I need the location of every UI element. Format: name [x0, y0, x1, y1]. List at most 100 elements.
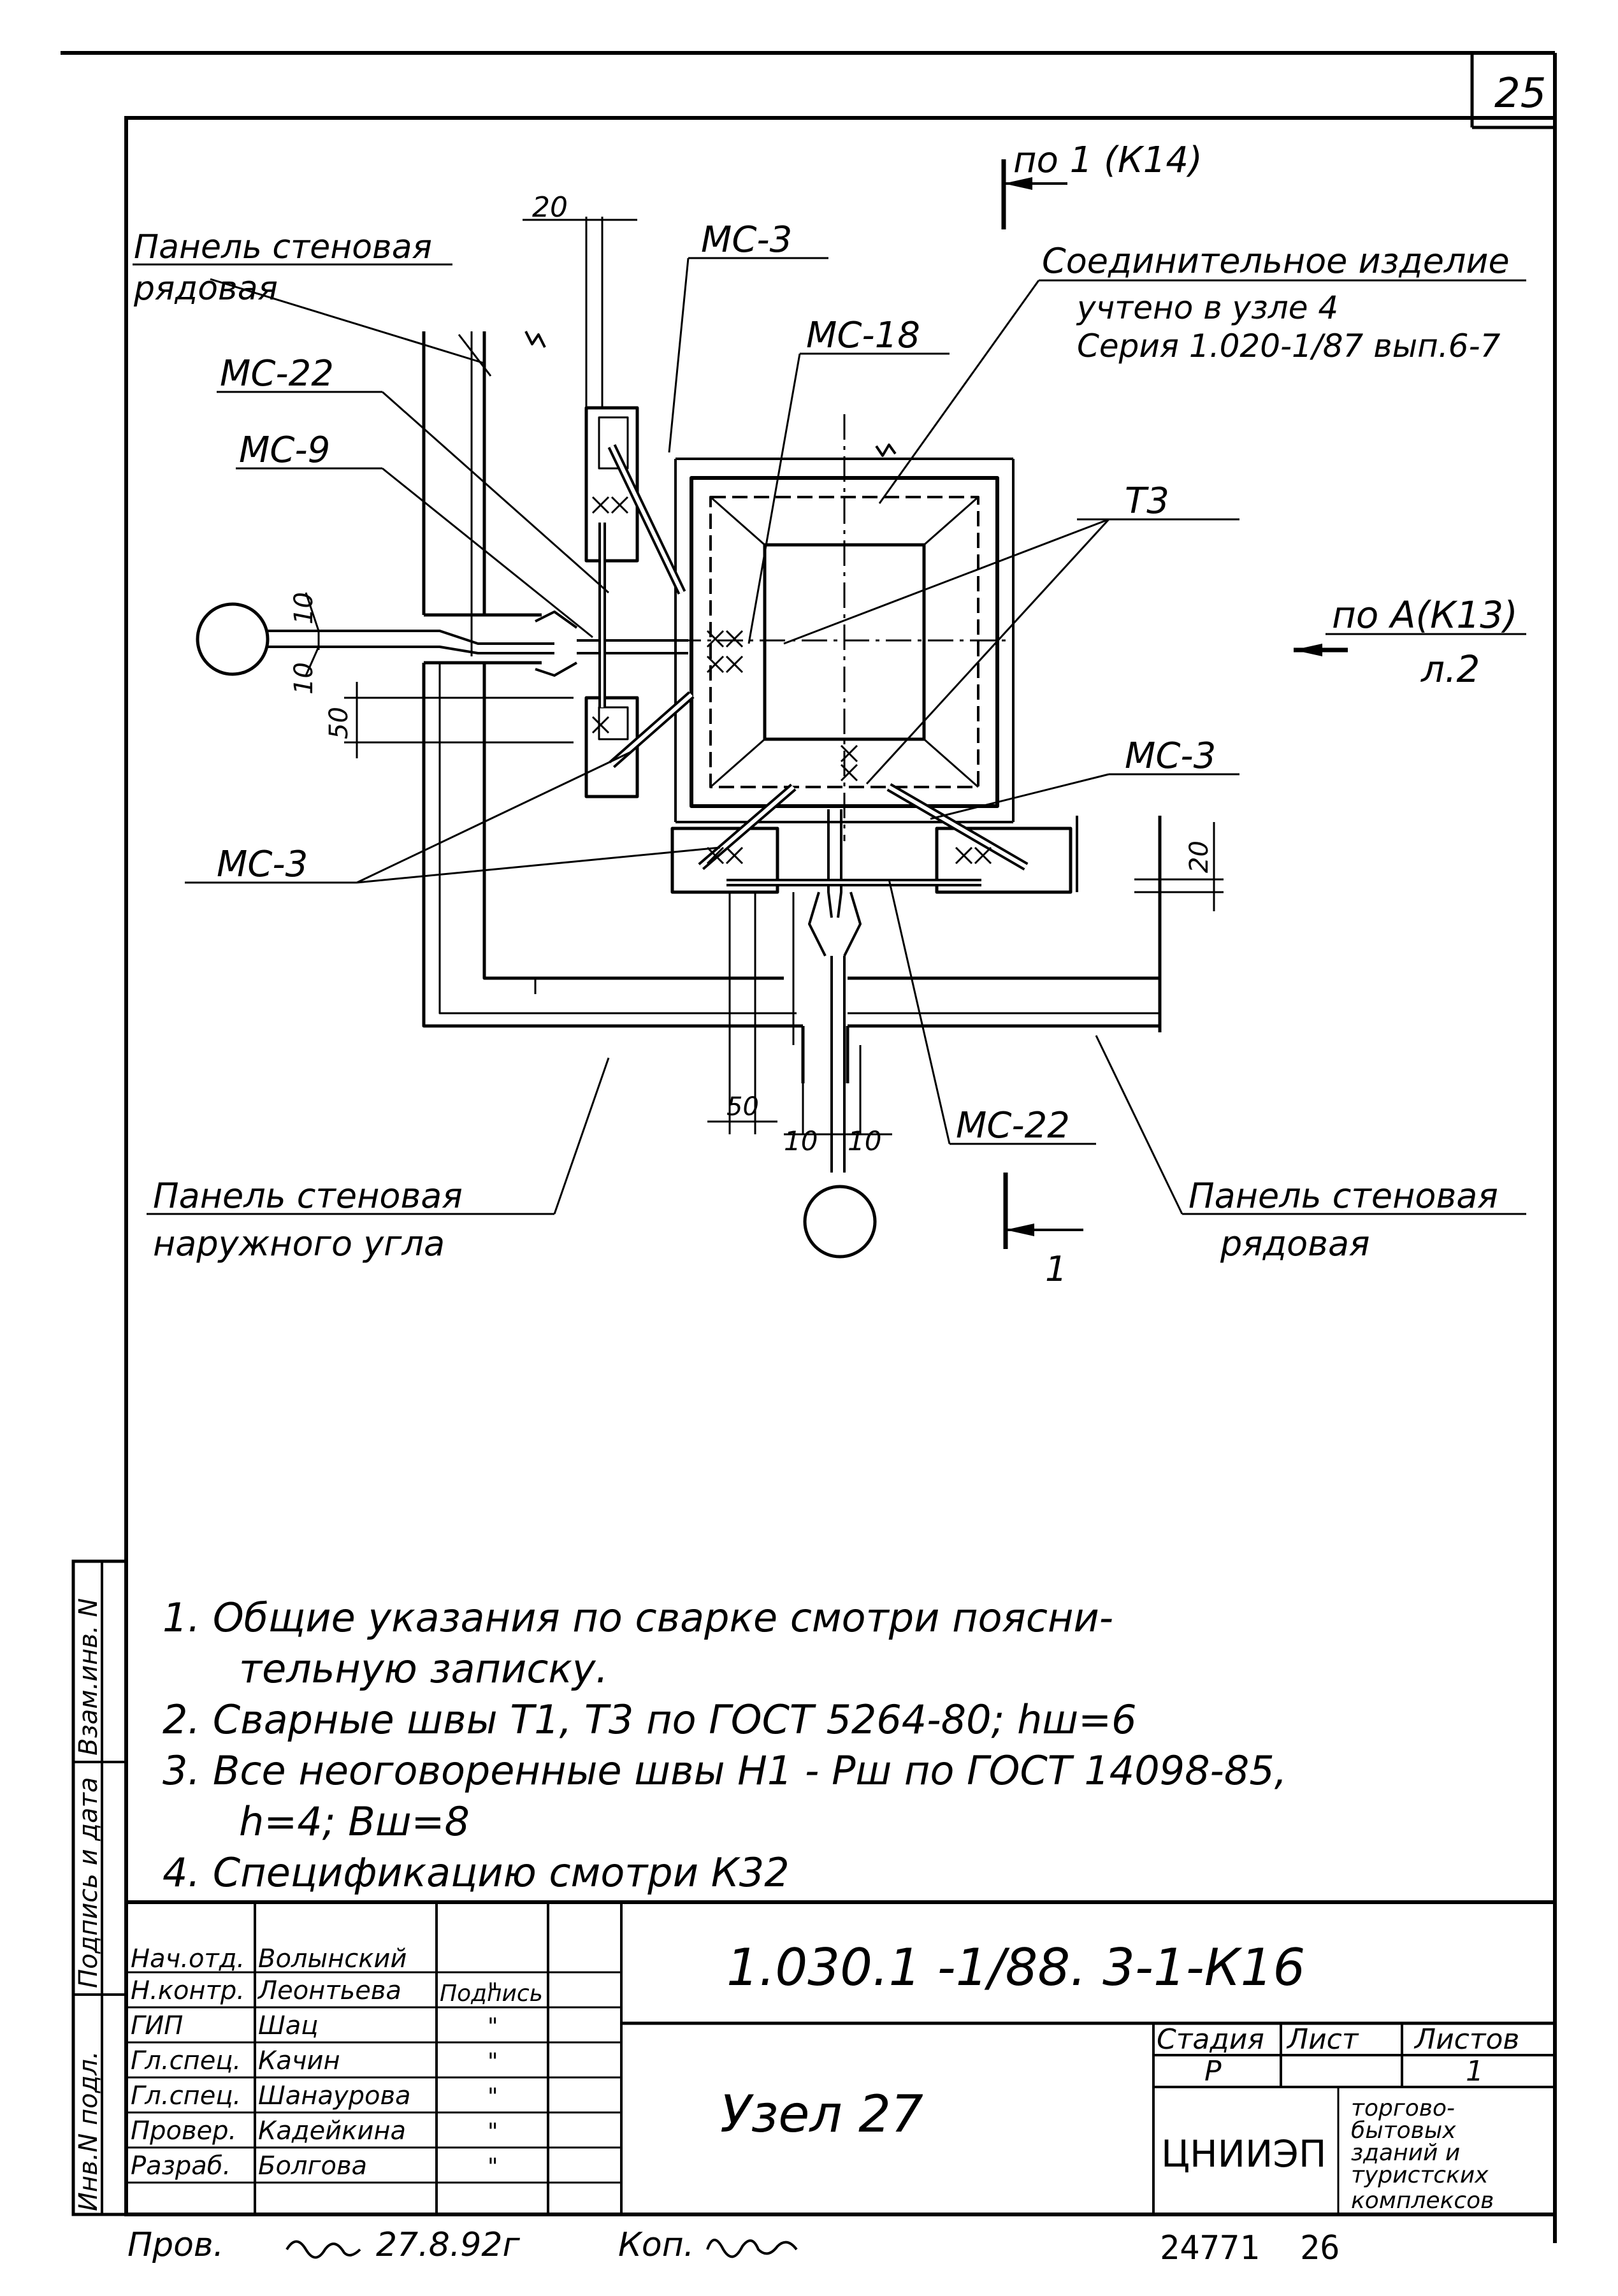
- label-mc3-left: МС-3: [217, 844, 308, 885]
- panel-row-right: [801, 816, 1162, 1083]
- section-marker-right: [1294, 633, 1526, 656]
- label-connector-3: Серия 1.020-1/87 вып.6-7: [1077, 328, 1501, 365]
- footer-inventory: 24771: [1160, 2229, 1260, 2267]
- plates-left: [584, 406, 695, 798]
- title-block-sheets-header: Листов: [1413, 2023, 1519, 2056]
- title-block-name: Шац: [258, 2011, 319, 2040]
- title-block-role: Гл.спец.: [131, 2081, 241, 2111]
- side-stamp-inv: Инв.N подл.: [74, 2051, 103, 2211]
- note-1-line-2: тельную записку.: [239, 1645, 608, 1692]
- dimensions: [305, 217, 1224, 1136]
- note-3-line-1: 3. Все неоговоренные швы Н1 - Рш по ГОСТ…: [163, 1747, 1287, 1794]
- page-number: 25: [1494, 70, 1546, 117]
- label-panel-corner-1: Панель стеновая: [153, 1176, 463, 1216]
- joint-bottom: [792, 809, 862, 1173]
- label-section-bottom: 1: [1045, 1249, 1067, 1289]
- title-block-org-sub-1: торгово-: [1351, 2095, 1455, 2121]
- label-section-right-1: по А(К13): [1332, 593, 1518, 637]
- title-block-role: Нач.отд.: [131, 1944, 245, 1974]
- title-block-role: ГИП: [131, 2011, 183, 2040]
- dim-10-c: 10: [784, 1125, 818, 1157]
- title-block-sign: ": [488, 2049, 498, 2075]
- axis-marker-bottom: [803, 1185, 877, 1259]
- label-connector-2: учтено в узле 4: [1076, 289, 1338, 326]
- label-section-top: по 1 (К14): [1013, 140, 1203, 181]
- title-block-sign: ": [488, 1979, 498, 2005]
- footer-copy: 26: [1300, 2229, 1340, 2267]
- note-1-line-1: 1. Общие указания по сварке смотри поясн…: [163, 1594, 1113, 1641]
- section-marker-top: [1001, 159, 1067, 229]
- panel-row-top: [422, 331, 546, 665]
- label-panel-row-top-1: Панель стеновая: [134, 228, 432, 266]
- title-block-sign: ": [488, 2084, 498, 2110]
- label-t3: Т3: [1125, 480, 1169, 522]
- label-panel-row-br-2: рядовая: [1220, 1224, 1370, 1264]
- title-block: [124, 1900, 1557, 2216]
- title-block-title: Узел 27: [720, 2084, 923, 2144]
- node-drawing: [133, 159, 1526, 1259]
- dim-20-top: 20: [532, 191, 568, 224]
- title-block-org-sub-4: туристских: [1351, 2162, 1489, 2188]
- dim-50-bottom: 50: [726, 1092, 759, 1122]
- title-block-org: ЦНИИЭП: [1161, 2132, 1327, 2176]
- note-4: 4. Спецификацию смотри К32: [163, 1849, 790, 1896]
- title-block-sign: ": [488, 2014, 498, 2040]
- dim-50-left: 50: [324, 707, 354, 739]
- footer-prov: Пров.: [127, 2226, 224, 2264]
- notes: 1. Общие указания по сварке смотри поясн…: [163, 1594, 1287, 1896]
- dim-10-d: 10: [848, 1125, 881, 1157]
- title-block-name: Леонтьева: [257, 1976, 401, 2005]
- title-block-name: Кадейкина: [258, 2116, 406, 2146]
- label-mc22-bottom: МС-22: [956, 1105, 1070, 1146]
- label-section-right-2: л.2: [1420, 647, 1480, 691]
- label-panel-corner-2: наружного угла: [153, 1224, 445, 1264]
- footer-signature-2: [706, 2239, 798, 2258]
- note-3-line-2: h=4; Вш=8: [239, 1798, 470, 1845]
- title-block-name: Болгова: [258, 2151, 367, 2181]
- side-stamp-vzam: Взам.инв. N: [74, 1598, 103, 1756]
- drawing-labels: Панель стеновая рядовая МС-3 МС-18 МС-22…: [133, 140, 1518, 1289]
- title-block-sign: ": [488, 2119, 498, 2145]
- label-panel-row-br-1: Панель стеновая: [1188, 1176, 1498, 1216]
- title-block-org-sub-5: комплексов: [1351, 2188, 1494, 2214]
- title-block-name: Волынский: [258, 1944, 407, 1974]
- title-block-name: Шанаурова: [258, 2081, 411, 2111]
- label-panel-row-top-2: рядовая: [133, 270, 278, 308]
- note-2: 2. Сварные швы Т1, Т3 по ГОСТ 5264-80; h…: [163, 1696, 1137, 1743]
- section-marker-bottom: [1003, 1173, 1083, 1249]
- title-block-sheet-header: Лист: [1286, 2023, 1359, 2056]
- title-block-sign-header: Подпись: [440, 1981, 543, 2007]
- title-block-role: Н.контр.: [131, 1976, 245, 2005]
- joint-left: [268, 610, 688, 677]
- leaders: [133, 257, 1526, 1215]
- dim-10-a: 10: [289, 592, 319, 625]
- dim-10-b: 10: [289, 662, 319, 695]
- plates-bottom: [670, 783, 1073, 894]
- title-block-doc-code: 1.030.1 -1/88. 3-1-К16: [726, 1938, 1305, 1997]
- panel-outer-corner: [422, 663, 803, 1028]
- footer-date: 27.8.92г: [376, 2226, 520, 2264]
- side-stamp-podpis: Подпись и дата: [74, 1777, 103, 1988]
- label-connector-1: Соединительное изделие: [1042, 241, 1510, 281]
- title-block-role: Разраб.: [131, 2151, 231, 2181]
- label-mc22-left: МС-22: [220, 353, 334, 394]
- title-block-sign: ": [488, 2154, 498, 2180]
- footer-kop: Коп.: [618, 2226, 694, 2264]
- title-block-sheets-value: 1: [1466, 2055, 1484, 2088]
- axis-marker-left: [196, 602, 270, 676]
- title-block-stage-header: Стадия: [1157, 2023, 1264, 2056]
- title-block-name: Качин: [258, 2046, 340, 2076]
- side-stamp: Взам.инв. N Подпись и дата Инв.N подл.: [71, 1559, 128, 2216]
- label-mc3-top: МС-3: [701, 219, 792, 261]
- label-mc9: МС-9: [239, 430, 330, 471]
- dim-20-right: 20: [1185, 841, 1214, 873]
- title-block-stage-value: Р: [1204, 2055, 1222, 2088]
- title-block-role: Гл.спец.: [131, 2046, 241, 2076]
- title-block-org-sub-3: зданий и: [1351, 2140, 1460, 2166]
- weld-marks: [591, 496, 992, 865]
- label-mc18: МС-18: [806, 315, 920, 356]
- title-block-org-sub-2: бытовых: [1351, 2118, 1456, 2144]
- footer-signature: [285, 2240, 361, 2259]
